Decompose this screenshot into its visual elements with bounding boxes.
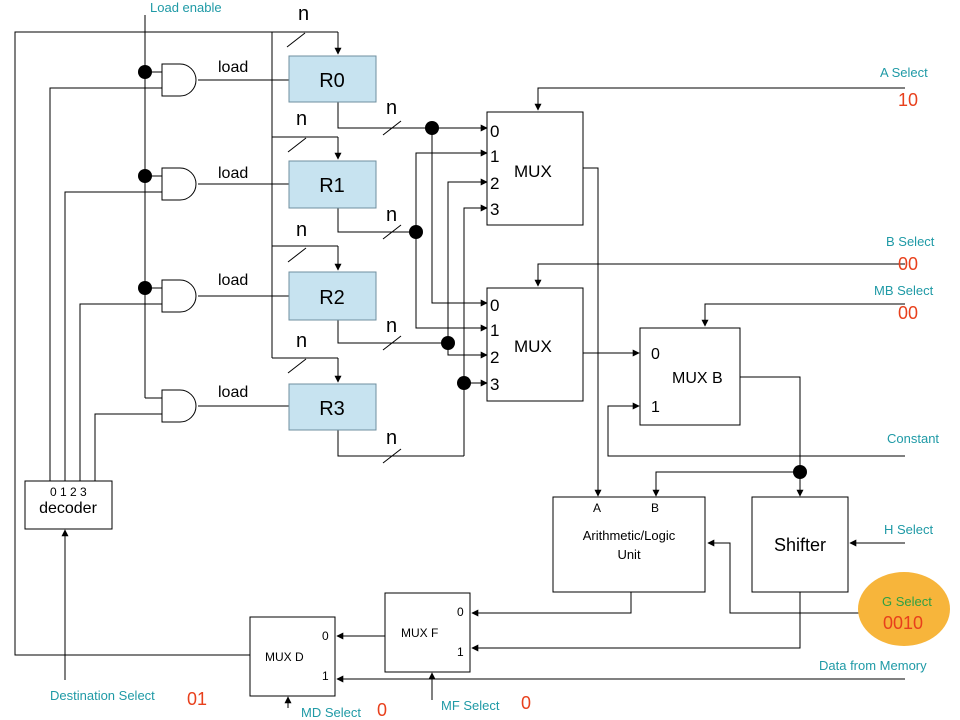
destination-select-value: 01 <box>187 689 207 709</box>
register-r2 <box>288 271 377 321</box>
alu-input-a-label: A <box>593 501 601 515</box>
destination-select-label: Destination Select <box>50 688 155 703</box>
mux-d-input-label: 1 <box>322 669 329 683</box>
mux-f: MUX F 0 1 <box>384 592 471 673</box>
junction-dot <box>138 281 152 295</box>
junction-dot <box>138 65 152 79</box>
g-select-highlight <box>858 572 950 646</box>
and-gate-r2 <box>161 279 197 313</box>
md-select-label: MD Select <box>301 705 361 720</box>
junction-dots <box>138 65 807 479</box>
load-label: load <box>218 384 248 401</box>
and-gate-r1 <box>161 167 197 201</box>
mux-d: MUX D 0 1 <box>249 616 336 697</box>
register-r1-label: R1 <box>319 175 345 197</box>
mux-b-input-label: 1 <box>490 321 499 340</box>
signal-labels: Load enable A Select 10 B Select 00 MB S… <box>50 0 939 720</box>
a-select-value: 10 <box>898 90 918 110</box>
mux-b-input-label: 3 <box>490 375 499 394</box>
mux-a-input-label: 1 <box>490 147 499 166</box>
bus-width-label: n <box>386 315 397 337</box>
registers: R0 R1 R2 R3 <box>288 55 377 431</box>
mux-b-input-label: 2 <box>490 348 499 367</box>
mux-a-input-label: 3 <box>490 200 499 219</box>
load-label: load <box>218 165 248 182</box>
register-r2-label: R2 <box>319 287 345 309</box>
load-label: load <box>218 272 248 289</box>
and-gate-r0 <box>161 63 197 97</box>
alu-label-line2: Unit <box>617 547 641 562</box>
junction-dot <box>457 376 471 390</box>
bus-width-label: n <box>298 3 309 25</box>
mf-select-value: 0 <box>521 693 531 713</box>
mux-b: MUX 0 1 2 3 <box>486 287 584 402</box>
mux-b-input-label: 0 <box>490 296 499 315</box>
bus-width-label: n <box>386 427 397 449</box>
and-gate-r3 <box>161 389 197 423</box>
alu-label-line1: Arithmetic/Logic <box>583 528 676 543</box>
mux-f-input-label: 0 <box>457 605 464 619</box>
shifter: Shifter <box>751 496 849 593</box>
mux-f-input-label: 1 <box>457 645 464 659</box>
bus-width-label: n <box>296 108 307 130</box>
shifter-label: Shifter <box>774 535 826 555</box>
mb-select-value: 00 <box>898 303 918 323</box>
register-r1 <box>288 160 377 209</box>
junction-dot <box>138 169 152 183</box>
mux-b-label: MUX <box>514 337 552 356</box>
constant-label: Constant <box>887 431 939 446</box>
g-select-label: G Select <box>882 594 932 609</box>
junction-dot <box>441 336 455 350</box>
decoder-label: decoder <box>39 500 97 517</box>
load-label: load <box>218 59 248 76</box>
register-r0-label: R0 <box>319 70 345 92</box>
decoder: 0 1 2 3 decoder <box>24 480 113 530</box>
wires <box>14 15 905 708</box>
a-select-label: A Select <box>880 65 928 80</box>
b-select-label: B Select <box>886 234 935 249</box>
mf-select-label: MF Select <box>441 698 500 713</box>
h-select-label: H Select <box>884 522 934 537</box>
mux-a-input-label: 2 <box>490 174 499 193</box>
register-r3-label: R3 <box>319 398 345 420</box>
g-select-value: 0010 <box>883 613 923 633</box>
load-enable-label: Load enable <box>150 0 222 15</box>
b-select-value: 00 <box>898 254 918 274</box>
bus-width-label: n <box>296 219 307 241</box>
junction-dot <box>409 225 423 239</box>
mux-a: MUX 0 1 2 3 <box>486 111 584 226</box>
mux-f-label: MUX F <box>401 626 438 640</box>
md-select-value: 0 <box>377 700 387 720</box>
alu-input-b-label: B <box>651 501 659 515</box>
mux-a-label: MUX <box>514 162 552 181</box>
mb-select-label: MB Select <box>874 283 934 298</box>
decoder-outputs-label: 0 1 2 3 <box>50 485 87 499</box>
register-r3 <box>288 383 377 431</box>
junction-dot <box>793 465 807 479</box>
load-labels: load load load load <box>218 59 248 401</box>
and-gates <box>161 63 197 423</box>
data-from-memory-label: Data from Memory <box>819 658 927 673</box>
junction-dot <box>425 121 439 135</box>
bus-width-label: n <box>386 97 397 119</box>
register-r0 <box>288 55 377 103</box>
mux-d-label: MUX D <box>265 650 304 664</box>
bus-width-label: n <box>386 204 397 226</box>
mux-d-input-label: 0 <box>322 629 329 643</box>
alu: A B Arithmetic/Logic Unit <box>552 496 706 593</box>
mux-mb-label: MUX B <box>672 370 723 387</box>
bus-width-labels: n n n n n n n n <box>296 3 397 449</box>
mux-mb-input-label: 0 <box>651 346 660 363</box>
mux-mb-input-label: 1 <box>651 399 660 416</box>
bus-width-label: n <box>296 330 307 352</box>
mux-a-input-label: 0 <box>490 122 499 141</box>
mux-mb: MUX B 0 1 <box>639 327 741 426</box>
